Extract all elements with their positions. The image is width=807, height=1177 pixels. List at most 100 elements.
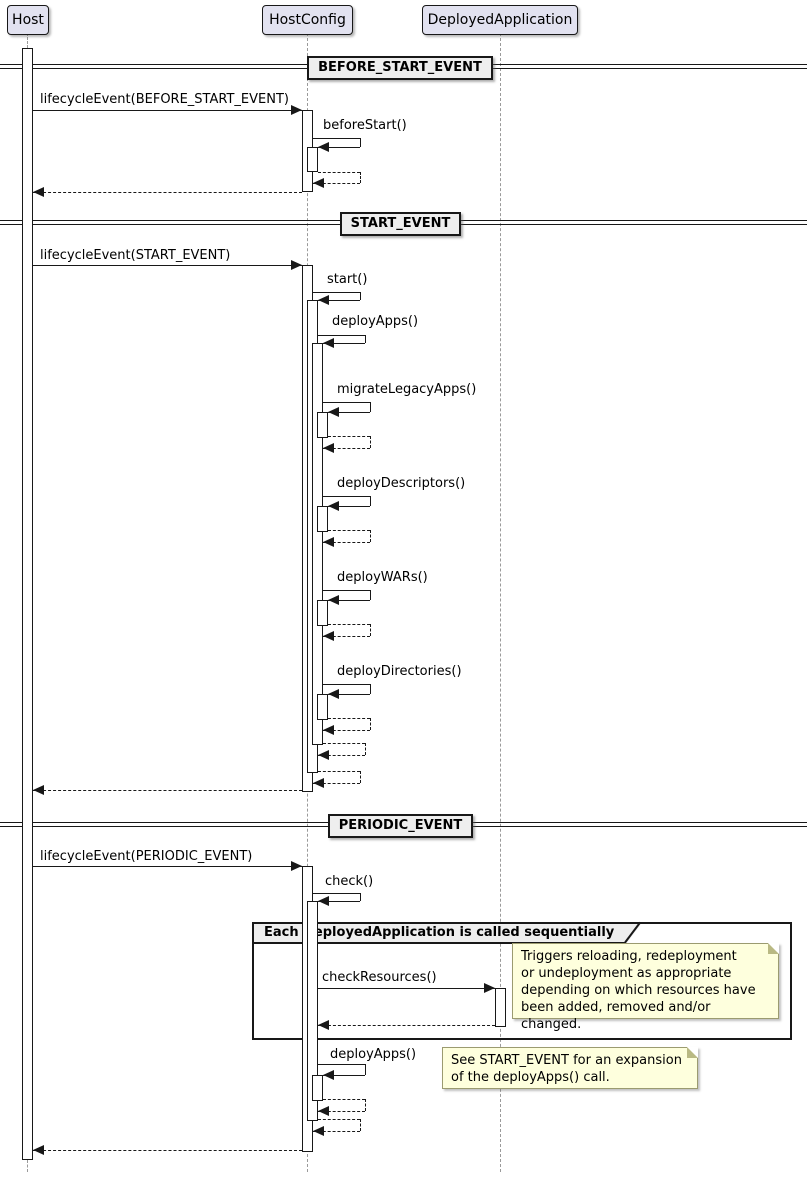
arrowhead-left-icon [328, 595, 339, 605]
return-line [323, 730, 370, 731]
activation-hostconfig-nested [307, 901, 318, 1121]
arrowhead-right-icon [291, 105, 302, 115]
message-label: lifecycleEvent(PERIODIC_EVENT) [40, 849, 253, 864]
participant-deployedapplication: DeployedApplication [422, 5, 578, 35]
self-call-line [323, 684, 370, 685]
return-line [370, 530, 371, 542]
arrowhead-left-icon [323, 443, 334, 453]
self-call-line [323, 590, 370, 591]
self-call-line [318, 335, 365, 336]
message-arrow [318, 988, 495, 989]
divider-periodic-event: PERIODIC_EVENT [328, 814, 473, 838]
arrowhead-left-icon [328, 689, 339, 699]
return-line [313, 1131, 360, 1132]
return-line [313, 183, 360, 184]
arrowhead-left-icon [318, 142, 329, 152]
self-call-line [370, 590, 371, 600]
self-call-line [323, 1075, 365, 1076]
self-call-line [360, 893, 361, 901]
self-call-line [328, 694, 370, 695]
arrowhead-left-icon [313, 778, 324, 788]
group-header [254, 924, 626, 944]
self-call-line [318, 901, 360, 902]
self-call-line [323, 343, 365, 344]
lifeline-host [27, 1160, 28, 1172]
lifeline-host [27, 33, 28, 48]
self-call-line [313, 292, 360, 293]
divider-start-event: START_EVENT [340, 212, 461, 236]
return-line [33, 1150, 302, 1151]
return-line [323, 448, 370, 449]
note-check-resources: Triggers reloading, redeployment or unde… [512, 943, 779, 1032]
self-call-line [318, 300, 360, 301]
arrowhead-left-icon [313, 178, 324, 188]
return-line [365, 1099, 366, 1111]
self-call-line [365, 1064, 366, 1075]
return-line [360, 1119, 361, 1131]
arrowhead-right-icon [291, 260, 302, 270]
activation-hostconfig-nested [312, 343, 323, 745]
arrowhead-left-icon [313, 1126, 324, 1136]
activation-hostconfig-nested [317, 506, 328, 532]
return-line [328, 718, 370, 719]
self-call-line [318, 1064, 365, 1065]
arrowhead-left-icon [318, 896, 329, 906]
self-call-line [323, 402, 370, 403]
self-call-line [328, 412, 370, 413]
return-line [318, 1025, 495, 1026]
arrowhead-right-icon [484, 983, 495, 993]
arrowhead-left-icon [328, 407, 339, 417]
note-deploy-apps: See START_EVENT for an expansion of the … [442, 1047, 698, 1089]
self-call-line [313, 138, 360, 139]
arrowhead-right-icon [291, 861, 302, 871]
return-line [365, 743, 366, 755]
arrowhead-left-icon [323, 725, 334, 735]
return-line [313, 783, 360, 784]
arrowhead-left-icon [323, 631, 334, 641]
return-line [370, 718, 371, 730]
self-call-line [370, 496, 371, 506]
self-call-line [313, 893, 360, 894]
message-label: deployDescriptors() [337, 476, 466, 491]
return-line [360, 172, 361, 183]
self-call-line [328, 600, 370, 601]
activation-hostconfig-nested [317, 412, 328, 438]
self-call-line [370, 402, 371, 412]
return-line [33, 790, 302, 791]
arrowhead-left-icon [318, 750, 329, 760]
return-line [328, 624, 370, 625]
message-label: start() [327, 272, 368, 287]
group-header-notch [626, 924, 641, 944]
self-call-line [323, 496, 370, 497]
self-call-line [365, 335, 366, 343]
arrowhead-left-icon [33, 785, 44, 795]
return-line [323, 1099, 365, 1100]
arrowhead-left-icon [323, 338, 334, 348]
return-line [318, 1111, 365, 1112]
self-call-line [370, 684, 371, 694]
message-label: deployWARs() [337, 570, 428, 585]
return-line [328, 436, 370, 437]
activation-hostconfig-nested [307, 147, 318, 172]
participant-hostconfig: HostConfig [262, 5, 353, 35]
self-call-line [318, 147, 360, 148]
return-line [323, 542, 370, 543]
arrowhead-left-icon [318, 295, 329, 305]
message-label: lifecycleEvent(BEFORE_START_EVENT) [40, 92, 289, 107]
message-label: checkResources() [322, 970, 437, 985]
self-call-line [360, 292, 361, 300]
message-arrow [33, 866, 302, 867]
return-line [323, 636, 370, 637]
arrowhead-left-icon [318, 1106, 329, 1116]
message-label: deployDirectories() [337, 664, 462, 679]
message-label: check() [325, 874, 374, 889]
return-line [318, 771, 360, 772]
message-label: beforeStart() [323, 118, 407, 133]
lifeline-deployedapplication [500, 33, 501, 1172]
return-line [318, 755, 365, 756]
return-line [370, 624, 371, 636]
return-line [360, 771, 361, 783]
arrowhead-left-icon [33, 1145, 44, 1155]
message-label: deployApps() [330, 1047, 417, 1062]
